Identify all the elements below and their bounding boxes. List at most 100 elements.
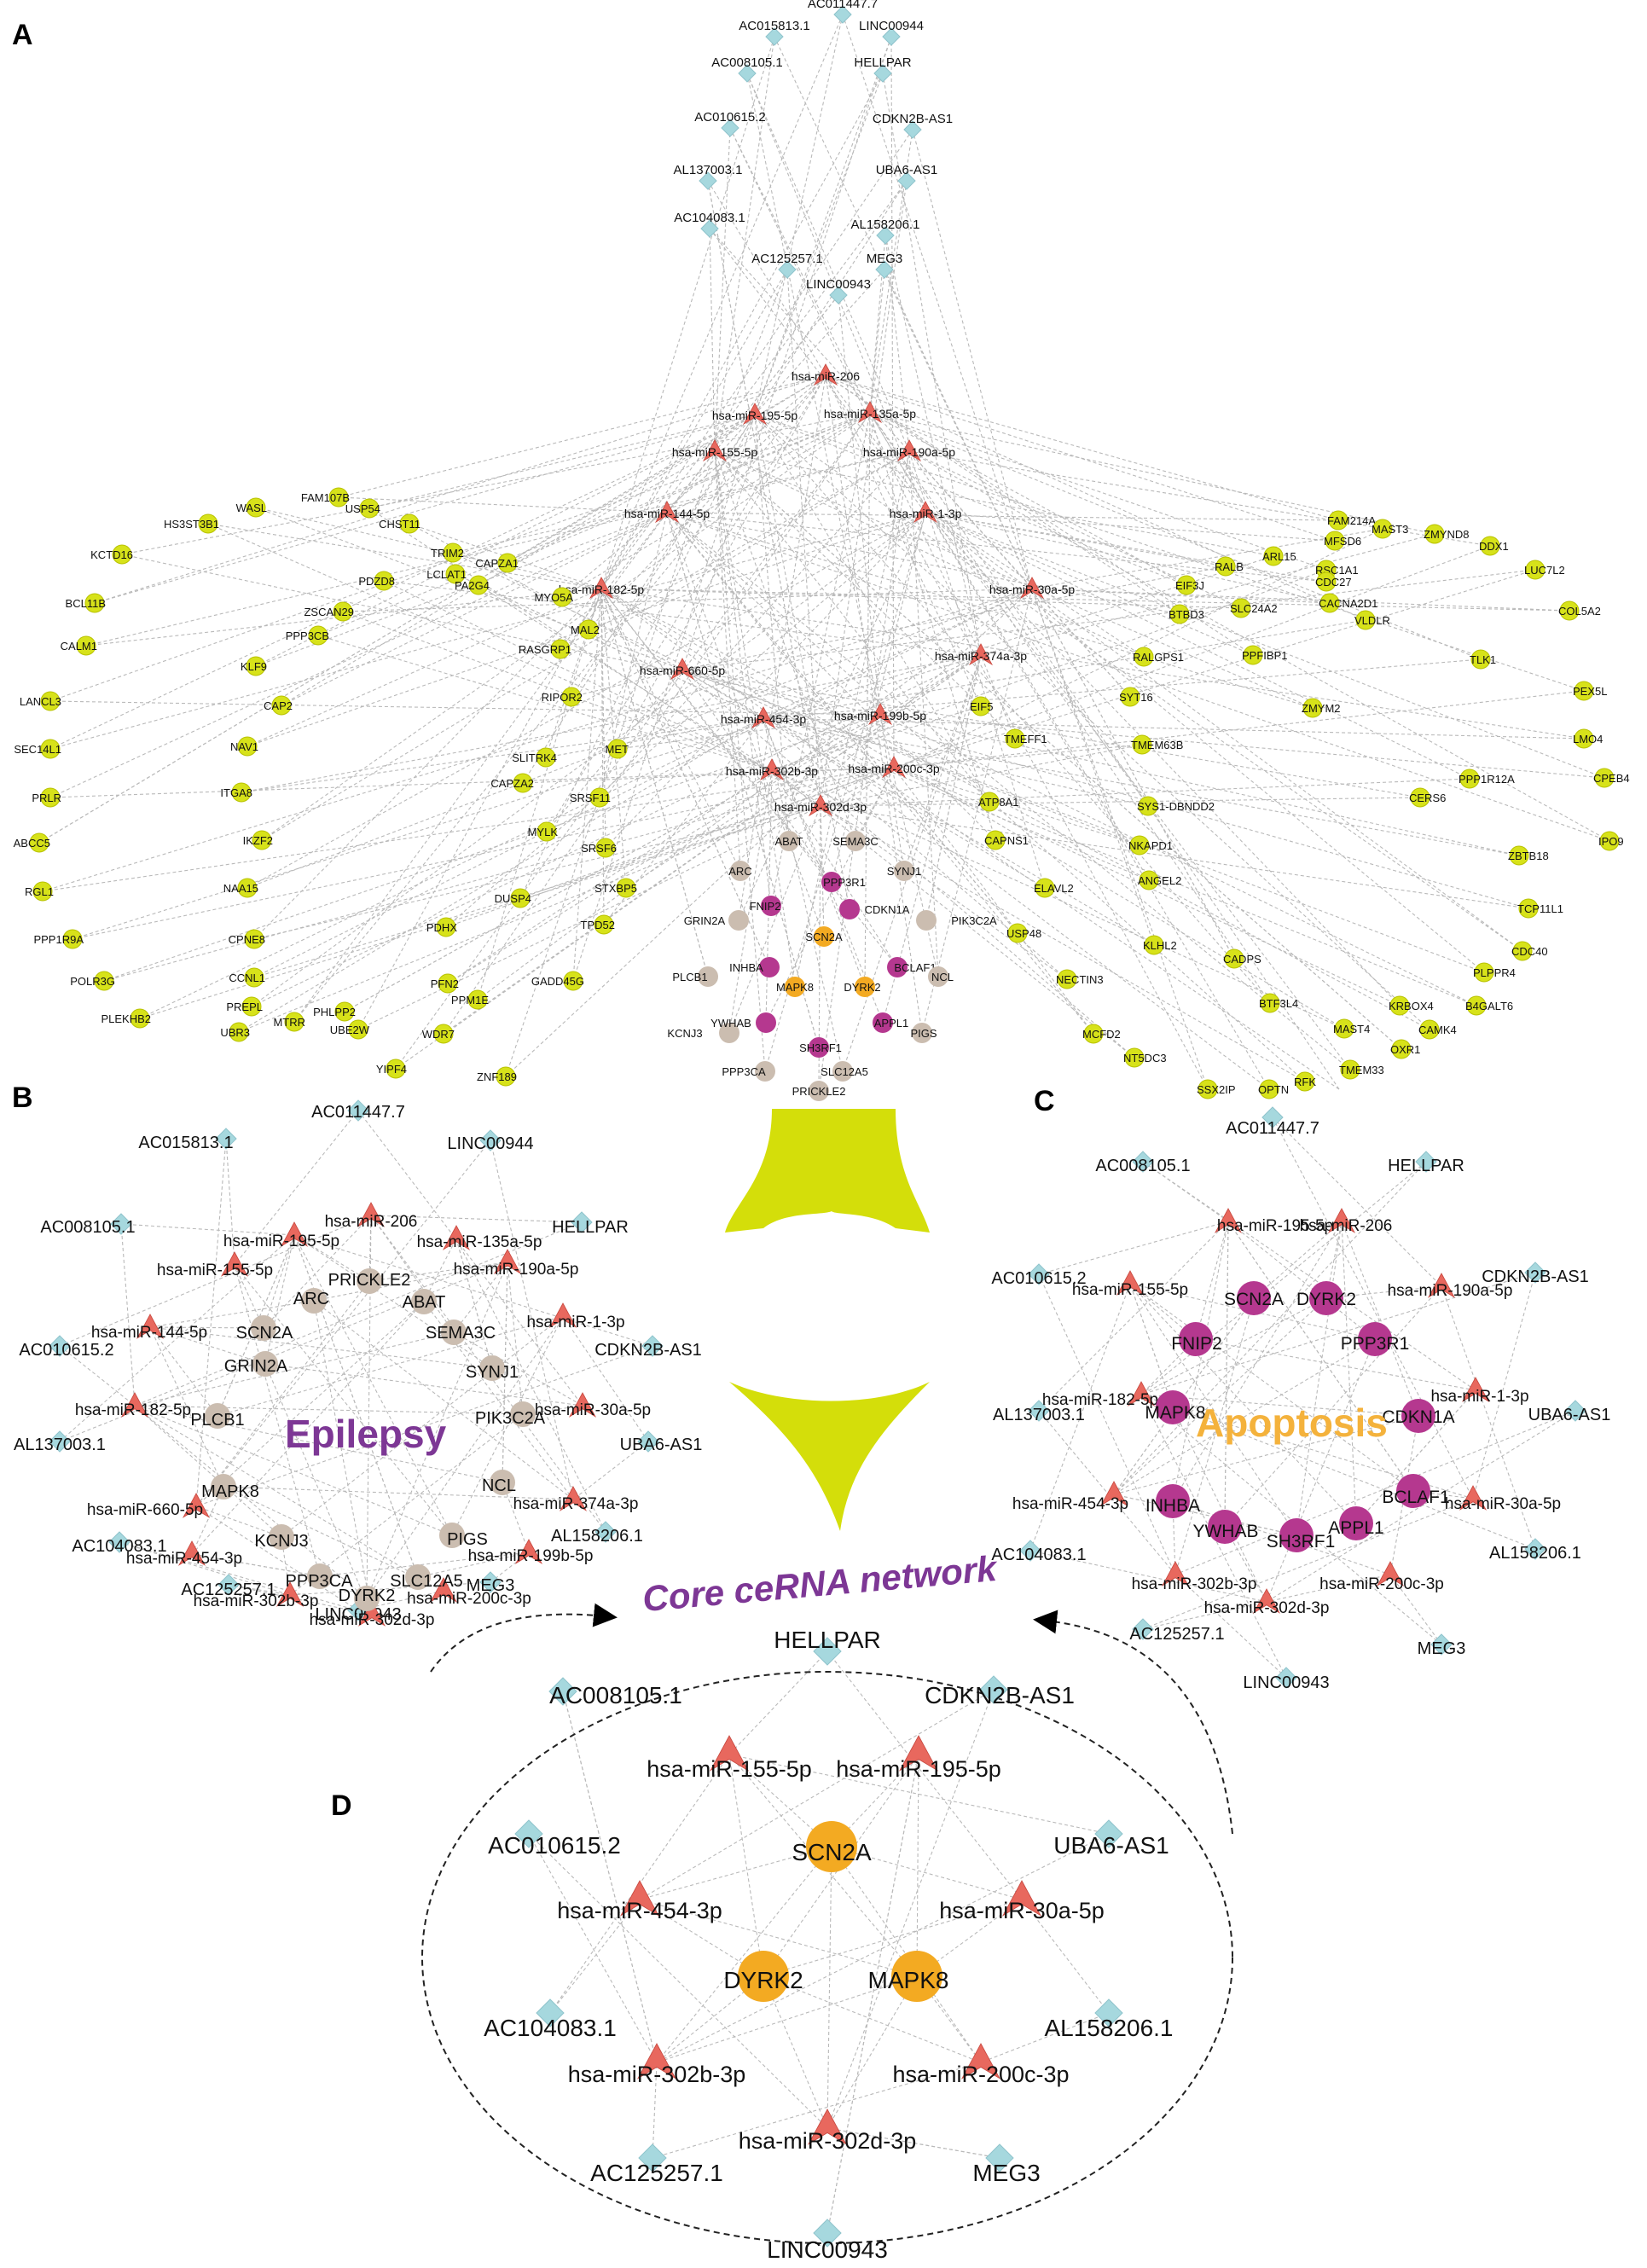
network-edge <box>342 588 1033 612</box>
a-mirna-node-hsa-mir-1-3p <box>913 501 938 524</box>
d-lnc-node-cdkn2b-as1 <box>979 1675 1008 1704</box>
b-mirna-node-hsa-mir-30a-5p <box>568 1392 597 1418</box>
b-gene-node-prickle2 <box>357 1268 382 1294</box>
network-edge <box>666 512 1018 934</box>
network-edge <box>639 1846 832 1900</box>
c-lnc-label-hellpar: HELLPAR <box>1388 1157 1464 1175</box>
network-edge <box>1129 1283 1174 1408</box>
network-edge <box>357 805 821 1030</box>
c-lnc-label-al137003-1: AL137003.1 <box>993 1406 1085 1424</box>
a-gene-node-ccnl1 <box>244 967 264 988</box>
a-hub-label-bclaf1: BCLAF1 <box>894 961 936 974</box>
a-gene-label-polr3g: POLR3G <box>70 975 115 988</box>
a-gene-label-ddx1: DDX1 <box>1479 540 1509 553</box>
a-lnc-label-linc00943: LINC00943 <box>806 277 871 292</box>
c-gene-label-sh3rf1: SH3RF1 <box>1267 1532 1336 1552</box>
network-edge <box>666 512 825 937</box>
a-gene-node-pa2g4 <box>468 575 489 595</box>
network-edge <box>588 374 826 630</box>
c-gene-label-bclaf1: BCLAF1 <box>1382 1488 1449 1507</box>
a-gene-node-srsf11 <box>589 787 610 808</box>
c-mirna-node-hsa-mir-195-5p <box>1214 1208 1243 1233</box>
c-gene-label-ywhab: YWHAB <box>1192 1522 1258 1541</box>
a-gene-label-lancl3: LANCL3 <box>20 695 61 708</box>
network-edge <box>191 1301 425 1555</box>
a-gene-node-wdr7 <box>433 1024 454 1044</box>
a-gene-label-mcfd2: MCFD2 <box>1082 1028 1121 1041</box>
network-edge <box>925 512 1227 567</box>
d-lnc-label-al158206-1: AL158206.1 <box>1044 2015 1173 2041</box>
network-edge <box>455 1238 493 1369</box>
network-edge <box>912 129 1033 589</box>
a-gene-node-nectin3 <box>1057 969 1077 989</box>
a-lnc-node-ac015813-1 <box>765 27 784 46</box>
a-lnc-label-ac010615-2: AC010615.2 <box>694 110 765 125</box>
a-gene-label-btf3l4: BTF3L4 <box>1259 997 1298 1010</box>
b-mirna-label-hsa-mir-199b-5p: hsa-miR-199b-5p <box>468 1547 594 1565</box>
network-edge <box>455 1238 606 1533</box>
c-mirna-node-hsa-mir-155-5p <box>1116 1270 1145 1296</box>
network-edge <box>191 1553 321 1577</box>
a-gene-label-krbox4: KRBOX4 <box>1389 1000 1434 1012</box>
network-edge <box>681 669 1140 846</box>
network-edge <box>1038 1221 1229 1412</box>
network-edge <box>820 744 1143 807</box>
b-mirna-node-hsa-mir-454-3p <box>177 1540 206 1566</box>
a-gene-node-camk4 <box>1419 1019 1440 1040</box>
a-lnc-label-linc00944: LINC00944 <box>859 19 924 33</box>
c-gene-node-ppp3r1 <box>1358 1322 1392 1356</box>
c-lnc-node-ac008105-1 <box>1132 1151 1154 1173</box>
c-gene-node-cdkn1a <box>1401 1399 1435 1433</box>
a-hub-label-grin2a: GRIN2A <box>684 914 726 927</box>
d-mirna-label-hsa-mir-195-5p: hsa-miR-195-5p <box>836 1756 1001 1782</box>
network-edge <box>763 717 866 988</box>
a-gene-node-capza2 <box>513 773 533 793</box>
b-mirna-label-hsa-mir-302b-3p: hsa-miR-302b-3p <box>194 1592 319 1610</box>
a-lnc-label-al158206-1: AL158206.1 <box>851 218 920 232</box>
b-gene-node-abat <box>411 1289 437 1314</box>
network-edge <box>763 717 1149 807</box>
network-edge <box>195 1345 653 1507</box>
network-edge <box>714 450 1402 1050</box>
a-gene-label-zmym2: ZMYM2 <box>1302 702 1341 715</box>
network-edge <box>121 554 881 716</box>
a-gene-node-eif3j <box>1176 575 1197 595</box>
a-gene-label-optn: OPTN <box>1258 1083 1289 1096</box>
d-mirna-label-hsa-mir-155-5p: hsa-miR-155-5p <box>647 1756 812 1782</box>
a-gene-node-mylk <box>536 821 557 842</box>
network-edge <box>121 412 871 555</box>
network-edge <box>1129 1283 1297 1536</box>
a-gene-node-ppm1e <box>467 989 488 1010</box>
a-gene-node-tlk1 <box>1470 649 1491 670</box>
network-edge <box>639 1899 918 1977</box>
c-lnc-label-uba6-as1: UBA6-AS1 <box>1528 1406 1611 1424</box>
a-gene-node-vldlr <box>1355 610 1376 630</box>
network-edge <box>600 129 913 589</box>
network-edge <box>261 450 910 841</box>
c-mirna-node-hsa-mir-182-5p <box>1127 1381 1156 1407</box>
a-gene-node-nkapd1 <box>1129 835 1150 856</box>
network-edge <box>49 767 895 798</box>
a-mirna-label-hsa-mir-302b-3p: hsa-miR-302b-3p <box>726 764 818 778</box>
a-gene-node-klf9 <box>246 656 266 676</box>
network-edge <box>820 778 1470 807</box>
c-lnc-label-ac125257-1: AC125257.1 <box>1129 1625 1224 1644</box>
split-arrow <box>725 1109 930 1233</box>
a-gene-node-cpne8 <box>244 929 264 949</box>
network-edge <box>571 669 683 698</box>
b-gene-label-sema3c: SEMA3C <box>426 1324 496 1343</box>
network-edge <box>869 412 1187 586</box>
a-lnc-node-hellpar <box>873 64 892 83</box>
network-edge <box>980 2012 1110 2063</box>
b-mirna-node-hsa-mir-660-5p <box>182 1493 211 1518</box>
network-edge <box>228 1584 291 1596</box>
a-hub-label-slc12a5: SLC12A5 <box>821 1065 868 1078</box>
a-gene-node-luc7l2 <box>1525 560 1546 580</box>
a-gene-node-capns1 <box>985 830 1006 850</box>
c-lnc-node-ac011447-7 <box>1261 1106 1284 1128</box>
c-mirna-label-hsa-mir-195-5p: hsa-miR-195-5p <box>1217 1217 1333 1235</box>
network-edge <box>409 523 602 589</box>
b-lnc-node-linc00944 <box>479 1129 502 1151</box>
network-edge <box>728 1754 1110 1835</box>
a-mirna-node-hsa-mir-155-5p <box>702 439 728 462</box>
